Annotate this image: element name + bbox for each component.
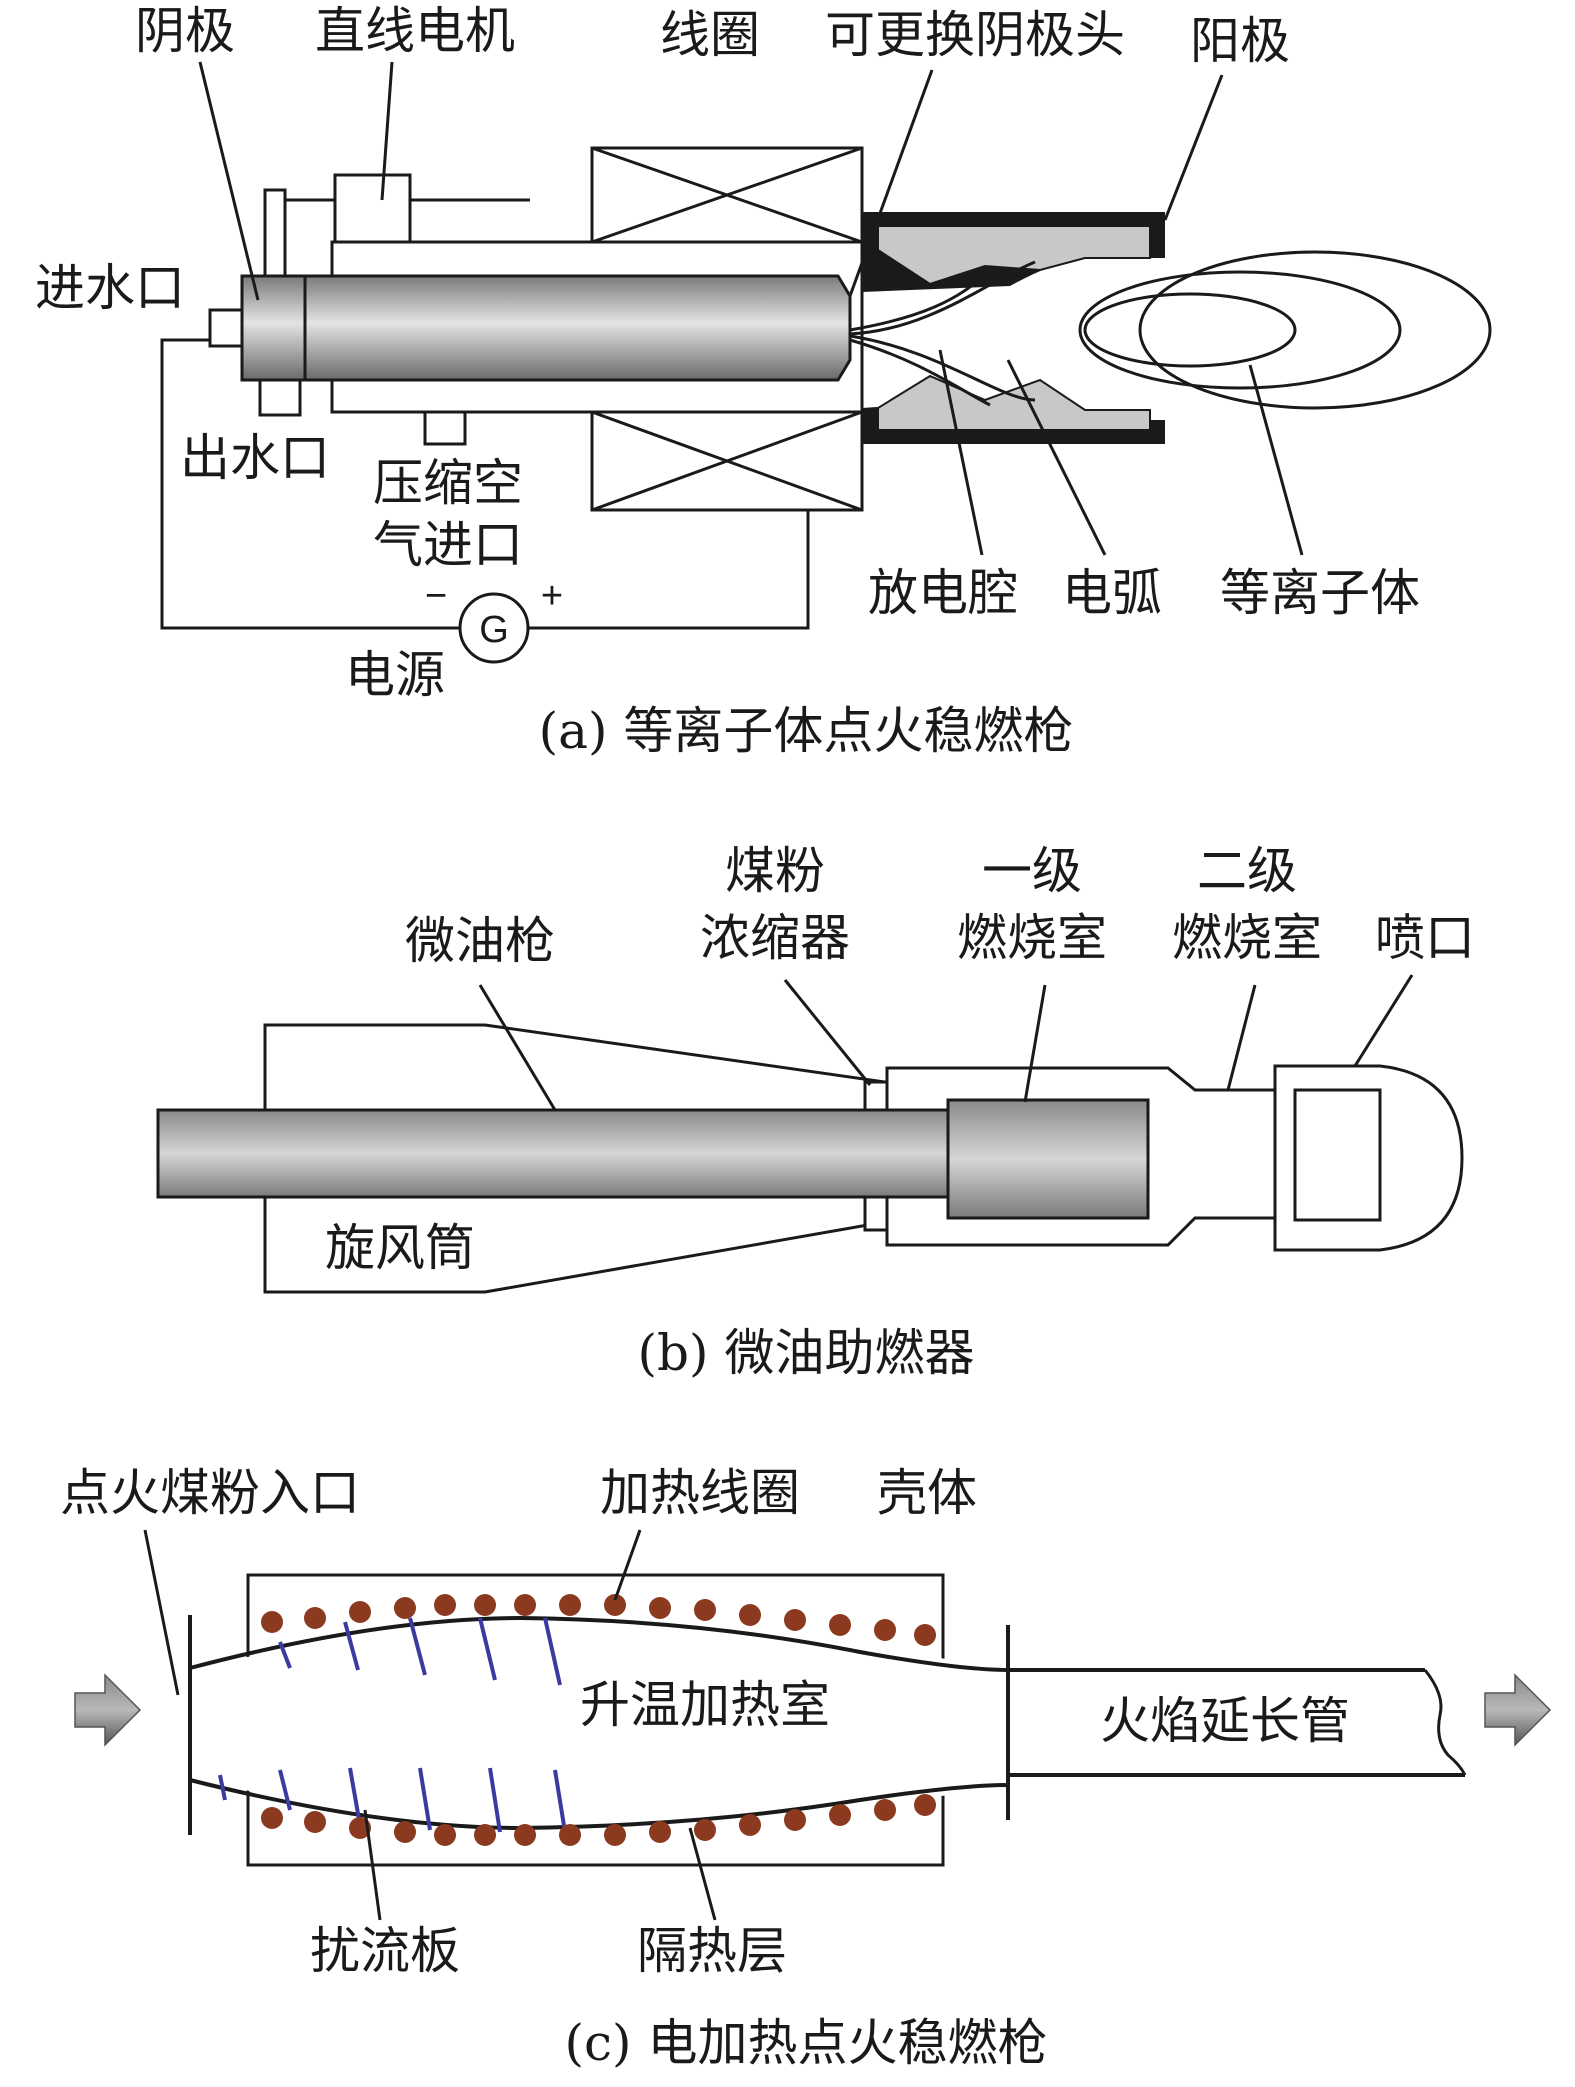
air-inlet-port — [423, 410, 467, 446]
cathode-rod — [240, 274, 852, 382]
label-arc: 电弧 — [1062, 564, 1162, 622]
leader-stage1 — [1023, 984, 1047, 1103]
circuit-wire-right — [528, 510, 810, 630]
leader-linear-motor — [380, 61, 394, 201]
outflow-arrow-icon — [1484, 1673, 1552, 1747]
leader-discharge-chamber — [938, 349, 984, 556]
inflow-arrow-icon — [74, 1673, 142, 1747]
leader-cathode — [198, 61, 260, 301]
micro-oil-gun-rod — [156, 1108, 950, 1199]
flame-tube-break — [1423, 1669, 1467, 1776]
label-stage1-line1: 一级 — [982, 842, 1082, 900]
label-cathode: 阴极 — [135, 2, 235, 60]
label-coil: 线圈 — [660, 6, 760, 64]
label-air-inlet-line1: 压缩空 — [373, 454, 523, 512]
generator-circle — [458, 592, 530, 664]
panel-a-plasma-torch: G − + 阴极 直线电机 线圈 可更换阴极头 阳极 进水口 出水口 压缩空 气… — [35, 2, 1492, 760]
label-anode: 阳极 — [1190, 12, 1290, 70]
label-concentrator-line2: 浓缩器 — [700, 909, 850, 967]
coil-lower — [590, 410, 864, 512]
leader-inlet — [143, 1529, 180, 1696]
cathode-holder — [263, 188, 287, 282]
caption-panel-a: (a) 等离子体点火稳燃枪 — [539, 702, 1074, 760]
label-stage2-line2: 燃烧室 — [1172, 909, 1322, 967]
leader-anode — [1163, 74, 1224, 221]
arc-line-1 — [849, 268, 992, 332]
arc-line-4 — [849, 334, 1036, 402]
leader-nozzle — [1353, 974, 1414, 1067]
label-linear-motor: 直线电机 — [315, 2, 515, 60]
plasma-plume-outer — [1138, 250, 1492, 410]
negative-terminal: − — [425, 575, 447, 617]
caption-panel-b: (b) 微油助燃器 — [638, 1324, 975, 1382]
leader-insulation — [688, 1827, 717, 1921]
label-stage2-line1: 二级 — [1197, 842, 1297, 900]
label-heating-chamber: 升温加热室 — [580, 1676, 830, 1734]
anode-upper-insert — [877, 225, 1151, 286]
leader-heating-coil — [613, 1529, 642, 1601]
anode-lower-insert — [877, 374, 1151, 431]
plasma-plume-middle — [1078, 270, 1402, 390]
arc-line-2 — [849, 260, 1036, 336]
label-heating-coil: 加热线圈 — [600, 1464, 800, 1522]
label-stage1-line2: 燃烧室 — [957, 909, 1107, 967]
label-baffle: 扰流板 — [310, 1922, 460, 1980]
label-nozzle: 喷口 — [1375, 909, 1475, 967]
label-discharge-chamber: 放电腔 — [868, 564, 1018, 622]
label-inlet: 点火煤粉入口 — [60, 1464, 360, 1522]
label-water-inlet: 进水口 — [35, 259, 185, 317]
label-water-outlet: 出水口 — [180, 429, 330, 487]
leader-arc — [1006, 359, 1107, 556]
chamber-wall-lower — [189, 1778, 1009, 1831]
label-replaceable-cathode-head: 可更换阴极头 — [825, 6, 1125, 64]
stage1-combustion-chamber — [946, 1098, 1150, 1220]
leader-baffle — [363, 1809, 382, 1921]
label-concentrator-line1: 煤粉 — [725, 842, 825, 900]
generator-symbol: G — [479, 609, 509, 651]
leader-concentrator — [783, 979, 872, 1086]
leader-cathode-head — [848, 69, 934, 297]
arc-line-3 — [849, 338, 991, 407]
label-swirl-tube: 旋风筒 — [325, 1219, 475, 1277]
leader-plasma — [1248, 364, 1304, 556]
leader-stage2 — [1226, 984, 1257, 1091]
water-inlet-port — [208, 308, 244, 348]
label-flame-tube: 火焰延长管 — [1100, 1692, 1350, 1750]
plasma-plume-inner — [1083, 292, 1297, 368]
panel-c-electric-heating-torch: 点火煤粉入口 加热线圈 壳体 升温加热室 火焰延长管 扰流板 隔热层 (c) 电… — [60, 1464, 1552, 2072]
coil-upper — [590, 146, 864, 244]
label-power-supply: 电源 — [345, 646, 445, 704]
nozzle-inner — [1293, 1088, 1382, 1222]
caption-panel-c: (c) 电加热点火稳燃枪 — [565, 2014, 1048, 2072]
label-micro-oil-gun: 微油枪 — [405, 912, 555, 970]
baffles — [218, 1617, 567, 1833]
heating-coil-dots — [261, 1594, 936, 1846]
label-air-inlet-line2: 气进口 — [373, 516, 523, 574]
water-outlet-port — [258, 378, 302, 417]
leader-micro-oil-gun — [478, 984, 557, 1111]
linear-motor-body — [333, 173, 412, 247]
positive-terminal: + — [541, 575, 563, 617]
label-insulation: 隔热层 — [637, 1922, 787, 1980]
panel-b-micro-oil-burner: 微油枪 煤粉 浓缩器 一级 燃烧室 二级 燃烧室 喷口 旋风筒 (b) 微油助燃… — [156, 842, 1475, 1382]
label-shell: 壳体 — [877, 1464, 977, 1522]
circuit-wire-left — [160, 338, 460, 630]
heating-chamber-interior — [190, 1620, 1008, 1825]
label-plasma: 等离子体 — [1220, 564, 1420, 622]
